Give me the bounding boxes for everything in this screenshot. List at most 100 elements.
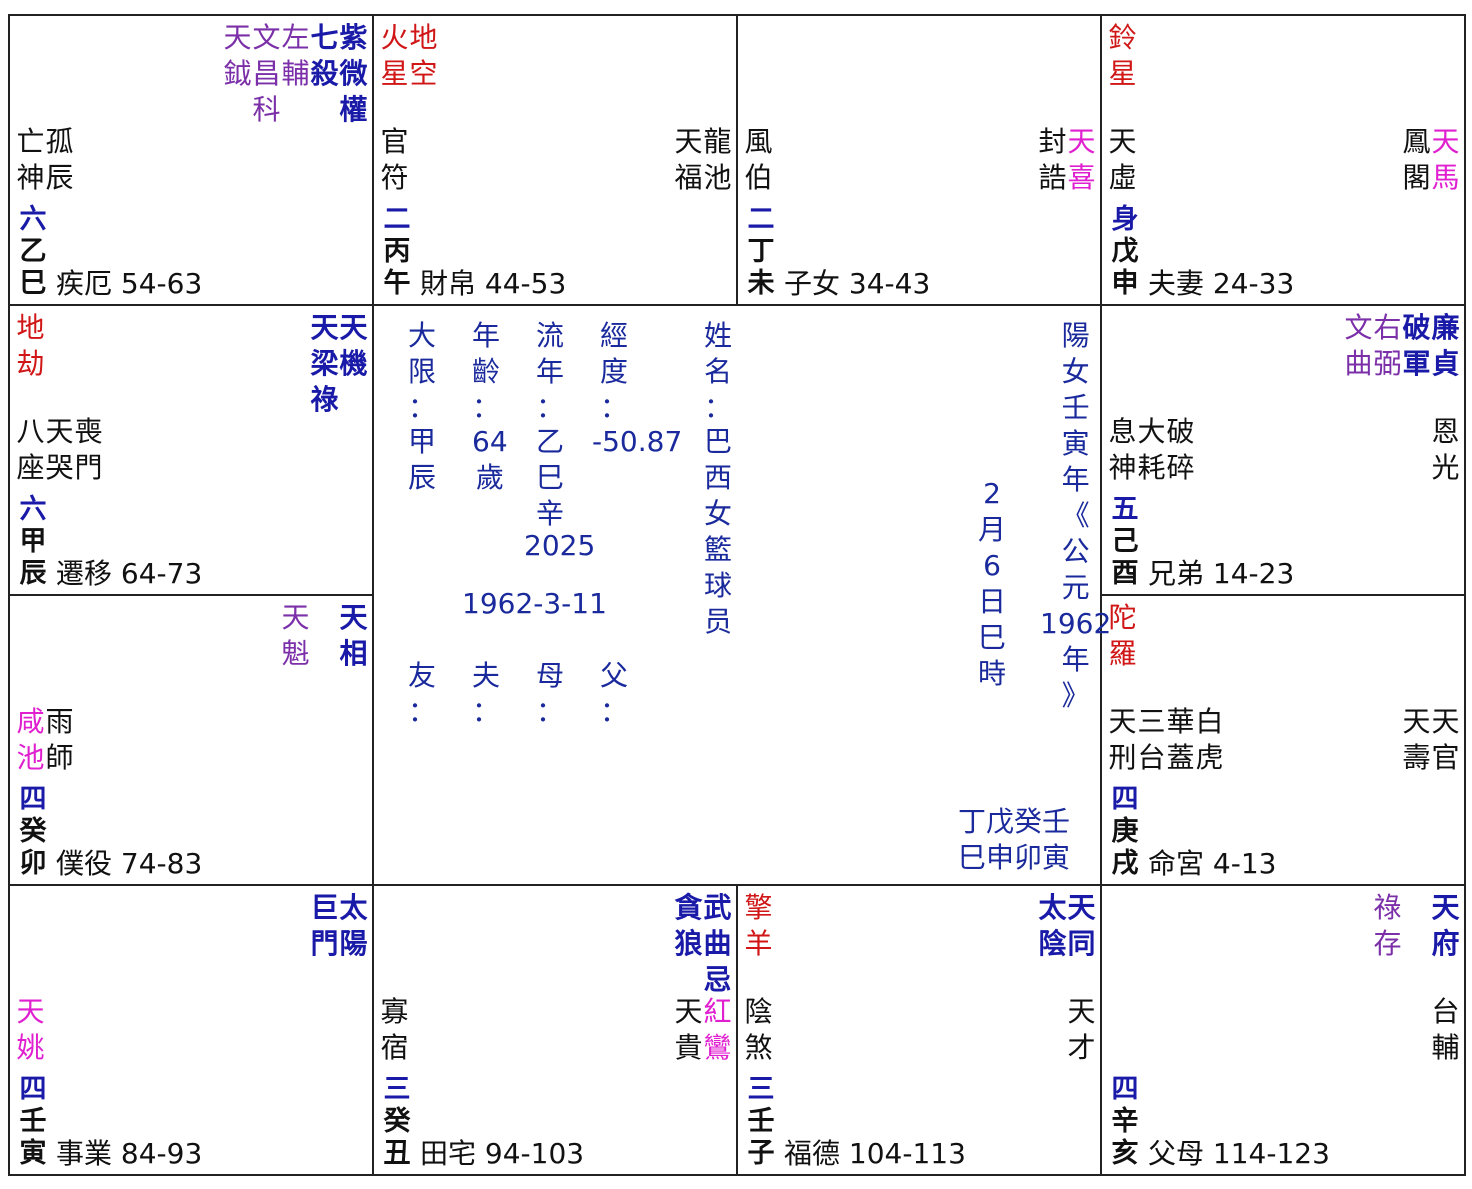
star-column: 左輔 xyxy=(281,20,310,128)
palace-stem: 己 xyxy=(1111,526,1139,557)
star-char: 虛 xyxy=(1108,161,1137,194)
star-char: 七 xyxy=(310,21,339,54)
palace-footer: 六乙巳疾厄 54-63 xyxy=(18,204,203,300)
daxian-value-char: 甲 xyxy=(408,425,437,458)
palace-footer: 二丁未子女 34-43 xyxy=(746,204,931,300)
palace-zi[interactable]: 太陰天同擎羊陰煞天才三壬子福德 104-113 xyxy=(736,884,1102,1176)
star-char: 天 xyxy=(339,601,368,634)
main-stars: 貪狼武曲忌 xyxy=(674,890,732,998)
star-char: 天 xyxy=(674,995,703,1028)
palace-chou[interactable]: 貪狼武曲忌寡宿天貴紅鸞三癸丑田宅 94-103 xyxy=(372,884,738,1176)
star-char: 神 xyxy=(16,161,45,194)
palace-name: 夫妻 24-33 xyxy=(1148,267,1295,300)
palace-footer: 四庚戌命宮 4-13 xyxy=(1110,784,1277,880)
palace-wei[interactable]: 風伯封誥天喜二丁未子女 34-43 xyxy=(736,14,1102,306)
palace-shen[interactable]: 鈴星天虛鳳閣天馬身戊申夫妻 24-33 xyxy=(1100,14,1466,306)
star-char: 魁 xyxy=(281,637,310,670)
main-stars: 天梁祿天機 xyxy=(310,310,368,418)
palace-xu[interactable]: 陀羅天刑三台華蓋白虎天壽天官四庚戌命宮 4-13 xyxy=(1100,594,1466,886)
name-value-char: 籃 xyxy=(704,533,733,566)
palace-you[interactable]: 文曲右弼破軍廉貞息神大耗破碎恩光五己酉兄弟 14-23 xyxy=(1100,304,1466,596)
star-column: 七殺 xyxy=(310,20,339,128)
main-stars: 天鉞文昌科左輔七殺紫微權 xyxy=(223,20,368,128)
name-value-char: 西 xyxy=(704,461,733,494)
minor-stars-right: 天貴紅鸞 xyxy=(674,994,732,1066)
palace-wu[interactable]: 火星地空官符天福龍池二丙午財帛 44-53 xyxy=(372,14,738,306)
star-char: 神 xyxy=(1108,451,1137,484)
star-char: 破 xyxy=(1402,311,1431,344)
star-column: 天府 xyxy=(1431,890,1460,962)
minor-stars-right: 台輔 xyxy=(1431,994,1460,1066)
palace-name: 財帛 44-53 xyxy=(420,267,567,300)
star-char: 哭 xyxy=(45,451,74,484)
star-char: 才 xyxy=(1067,1031,1096,1064)
star-char: 台 xyxy=(1431,995,1460,1028)
relation-label-char: ： xyxy=(472,695,501,728)
palace-num: 二 xyxy=(383,204,411,235)
star-column: 天馬 xyxy=(1431,124,1460,196)
minor-stars-left: 天虛 xyxy=(1108,124,1137,196)
liunian-label-char: 流 xyxy=(536,319,565,352)
star-char: 馬 xyxy=(1431,161,1460,194)
name-label: 姓名： xyxy=(704,318,732,426)
star-char: 梁 xyxy=(310,347,339,380)
palace-hai[interactable]: 祿存天府台輔四辛亥父母 114-123 xyxy=(1100,884,1466,1176)
longitude-value: -50.87 xyxy=(592,425,683,458)
star-char: 忌 xyxy=(703,963,732,996)
star-column: 鈴星 xyxy=(1108,20,1137,92)
star-char: 紅 xyxy=(703,995,732,1028)
malefic-stars: 擎羊 xyxy=(744,890,773,962)
star-column: 地空 xyxy=(409,20,438,92)
star-char: 天 xyxy=(1431,705,1460,738)
star-column: 華蓋 xyxy=(1166,704,1195,776)
relation-label: 友： xyxy=(408,658,436,730)
minor-stars-left: 亡神孤辰 xyxy=(16,124,74,196)
palace-branch: 午 xyxy=(383,268,411,299)
star-char: 機 xyxy=(339,347,368,380)
star-column: 風伯 xyxy=(744,124,773,196)
liunian-value-char: 辛 xyxy=(536,497,565,530)
star-column: 擎羊 xyxy=(744,890,773,962)
name-value-char: 女 xyxy=(704,497,733,530)
star-column: 八座 xyxy=(16,414,45,486)
lunar-line-1-char: 壬 xyxy=(1061,391,1090,424)
star-char: 刑 xyxy=(1108,741,1137,774)
palace-si[interactable]: 天鉞文昌科左輔七殺紫微權亡神孤辰六乙巳疾厄 54-63 xyxy=(8,14,374,306)
minor-stars-left: 咸池雨師 xyxy=(16,704,74,776)
star-char: 咸 xyxy=(16,705,45,738)
star-char: 輔 xyxy=(1431,1031,1460,1064)
star-column: 官符 xyxy=(380,124,409,196)
palace-name: 父母 114-123 xyxy=(1148,1137,1330,1170)
star-column: 天貴 xyxy=(674,994,703,1066)
star-char: 符 xyxy=(380,161,409,194)
palace-mao[interactable]: 天魁天相咸池雨師四癸卯僕役 74-83 xyxy=(8,594,374,886)
liunian-label-char: 年 xyxy=(536,355,565,388)
star-char: 地 xyxy=(409,21,438,54)
star-char: 耗 xyxy=(1137,451,1166,484)
star-column: 息神 xyxy=(1108,414,1137,486)
star-char: 誥 xyxy=(1038,161,1067,194)
star-column: 天鉞 xyxy=(223,20,252,128)
malefic-stars: 火星地空 xyxy=(380,20,438,92)
star-char: 福 xyxy=(674,161,703,194)
relation-label-char: 友 xyxy=(408,659,437,692)
star-column: 寡宿 xyxy=(380,994,409,1066)
star-char: 壽 xyxy=(1402,741,1431,774)
palace-chen[interactable]: 天梁祿天機地劫八座天哭喪門六甲辰遷移 64-73 xyxy=(8,304,374,596)
star-column xyxy=(310,600,339,672)
star-char: 存 xyxy=(1373,927,1402,960)
minor-stars-right: 天福龍池 xyxy=(674,124,732,196)
star-column: 天官 xyxy=(1431,704,1460,776)
palace-name: 田宅 94-103 xyxy=(420,1137,585,1170)
daxian-value: 甲辰 xyxy=(408,424,436,496)
palace-yin[interactable]: 巨門太陽天姚四壬寅事業 84-93 xyxy=(8,884,374,1176)
lunar-line-1-char: 陽 xyxy=(1061,319,1090,352)
star-char: 同 xyxy=(1067,927,1096,960)
star-char: 台 xyxy=(1137,741,1166,774)
star-char: 伯 xyxy=(744,161,773,194)
star-column: 恩光 xyxy=(1431,414,1460,486)
star-char: 天 xyxy=(674,125,703,158)
star-column: 天相 xyxy=(339,600,368,672)
